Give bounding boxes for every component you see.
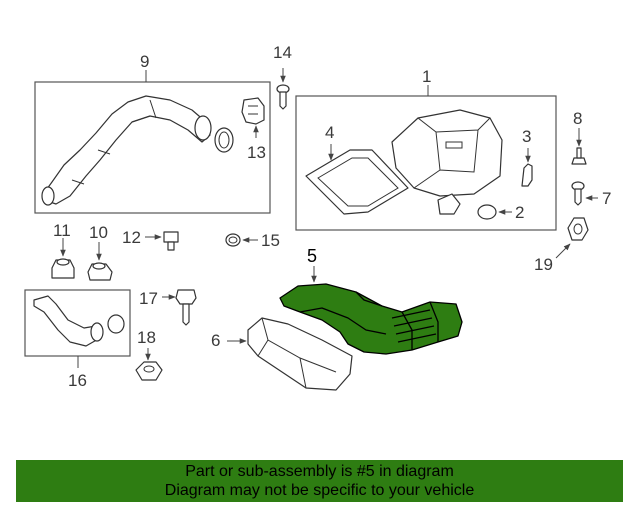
callout-4: 4 — [325, 123, 334, 142]
screw-part-7[interactable] — [571, 181, 585, 206]
callout-14: 14 — [273, 43, 292, 62]
callout-3: 3 — [522, 127, 531, 146]
callout-13: 13 — [247, 143, 266, 162]
air-filter-part-4[interactable] — [305, 149, 409, 215]
group-box-9 — [34, 81, 271, 214]
bolt-part-17[interactable] — [175, 289, 197, 326]
callout-5: 5 — [307, 246, 317, 266]
air-filter-housing-part-1[interactable] — [391, 109, 503, 215]
callout-7: 7 — [602, 189, 611, 208]
callout-8: 8 — [573, 109, 582, 128]
bracket-part-3[interactable] — [521, 163, 533, 187]
sensor-part-13[interactable] — [241, 97, 265, 125]
clip-part-19[interactable] — [567, 217, 589, 241]
callout-17: 17 — [139, 289, 158, 308]
grommet-part-11[interactable] — [51, 258, 75, 279]
bolt-part-8[interactable] — [571, 147, 587, 165]
banner-line-1: Part or sub-assembly is #5 in diagram — [185, 463, 454, 480]
clamp-part-13[interactable] — [214, 127, 234, 153]
nut-part-18[interactable] — [135, 361, 163, 381]
callout-16: 16 — [68, 371, 87, 390]
grommet-part-10[interactable] — [87, 262, 113, 281]
callout-12: 12 — [122, 228, 141, 247]
callout-18: 18 — [137, 328, 156, 347]
callout-10: 10 — [89, 223, 108, 242]
callout-19: 19 — [534, 255, 553, 274]
info-banner: Part or sub-assembly is #5 in diagram Di… — [16, 460, 623, 502]
banner-line-2: Diagram may not be specific to your vehi… — [164, 482, 475, 499]
parts-diagram: 9 13 14 1 4 2 — [24, 43, 611, 391]
callout-9: 9 — [140, 52, 149, 71]
callout-15: 15 — [261, 231, 280, 250]
callout-11: 11 — [53, 221, 71, 240]
group-box-1 — [295, 95, 557, 231]
seal-ring-part-15[interactable] — [225, 233, 241, 247]
callout-6: 6 — [211, 331, 220, 350]
bolt-part-12[interactable] — [163, 231, 179, 251]
air-duct-part-6[interactable] — [247, 317, 353, 391]
intake-pipe-part-9[interactable] — [41, 95, 212, 206]
callout-2: 2 — [515, 203, 524, 222]
callout-1: 1 — [422, 67, 431, 86]
hose-part-16[interactable] — [33, 295, 125, 347]
intake-duct-part-5[interactable] — [279, 283, 463, 355]
grommet-part-2[interactable] — [477, 204, 497, 220]
screw-part-14[interactable] — [276, 84, 290, 110]
